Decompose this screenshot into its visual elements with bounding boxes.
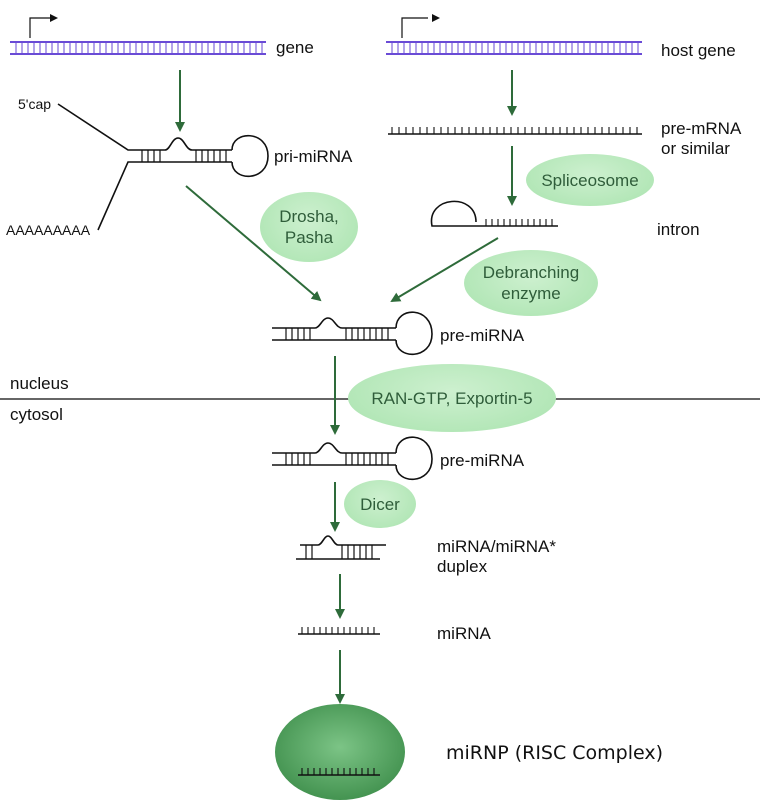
- risc-complex-icon: [275, 704, 405, 800]
- debranching-enzyme: Debranching enzyme: [464, 250, 598, 316]
- arrow-pri-to-pre: [185, 185, 322, 302]
- nucleus-label: nucleus: [10, 374, 69, 393]
- pre-mirna-cytosol-label: pre-miRNA: [440, 451, 525, 470]
- pre-mrna-label: pre-mRNA or similar: [661, 119, 742, 158]
- drosha-pasha-enzyme: Drosha, Pasha: [260, 192, 358, 262]
- mirna-strand-icon: [298, 627, 380, 635]
- pri-mirna-label: pri-miRNA: [274, 147, 353, 166]
- pre-mrna-strand-icon: [388, 127, 642, 135]
- five-cap-label: 5'cap: [18, 96, 52, 112]
- host-gene-dna-icon: [386, 14, 642, 55]
- duplex-label: miRNA/miRNA* duplex: [437, 537, 556, 576]
- poly-a-label: AAAAAAAAA: [6, 222, 91, 238]
- mirnp-label: miRNP (RISC Complex): [446, 742, 664, 764]
- ran-gtp-exportin-enzyme: RAN-GTP, Exportin-5: [348, 364, 556, 432]
- mirna-label: miRNA: [437, 624, 491, 643]
- pre-mirna-nucleus-icon: [272, 311, 433, 356]
- spliceosome-enzyme: Spliceosome: [526, 154, 654, 206]
- host-gene-label: host gene: [661, 41, 736, 60]
- cytosol-label: cytosol: [10, 405, 63, 424]
- pri-mirna-hairpin-icon: [57, 103, 269, 231]
- mirna-duplex-icon: [296, 535, 386, 560]
- intron-lariat-icon: [430, 200, 558, 227]
- pre-mirna-cytosol-icon: [272, 436, 433, 481]
- intron-label: intron: [657, 220, 700, 239]
- gene-label: gene: [276, 38, 314, 57]
- arrow-intron-to-pre: [390, 237, 499, 303]
- gene-dna-icon: [10, 14, 266, 55]
- pre-mirna-nucleus-label: pre-miRNA: [440, 326, 525, 345]
- dicer-enzyme: Dicer: [344, 480, 416, 528]
